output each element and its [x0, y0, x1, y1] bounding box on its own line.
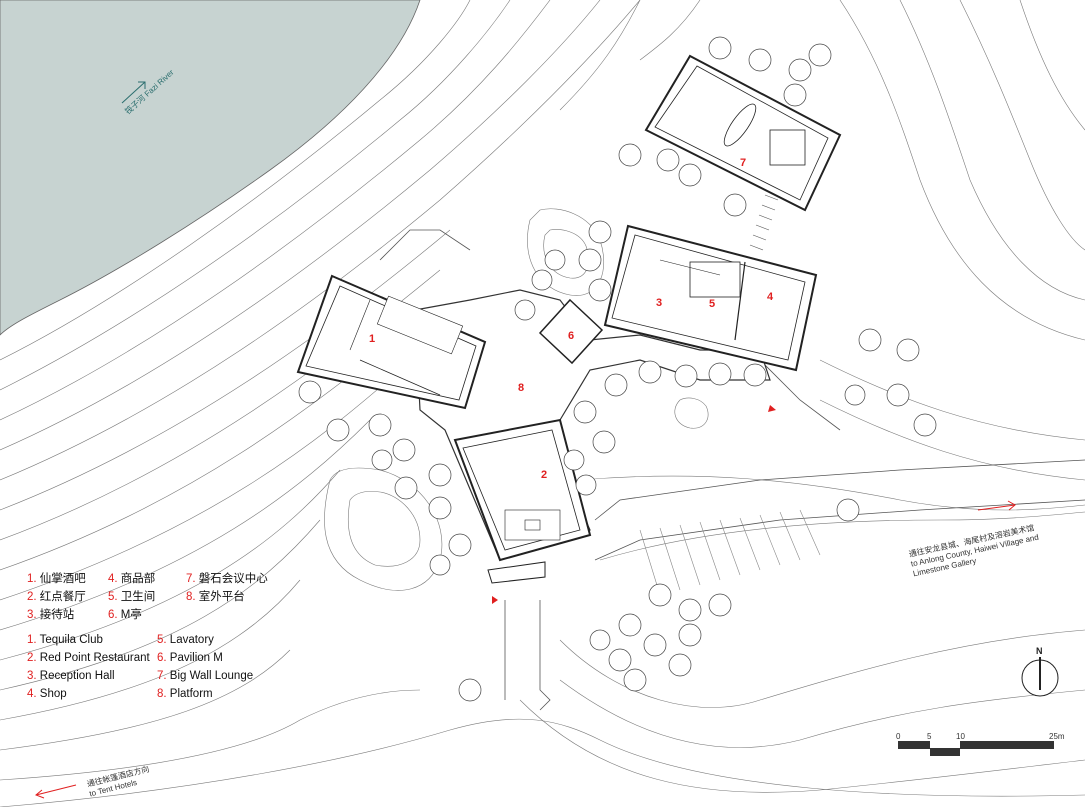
legend-item: 4. 商品部	[108, 573, 156, 585]
steps	[639, 509, 821, 596]
entry-marker	[768, 405, 776, 412]
legend-item: 4. Shop	[27, 688, 67, 700]
room-number-2: 2	[541, 469, 548, 481]
legend-item: 1. Tequila Club	[27, 634, 103, 646]
room-number-4: 4	[767, 291, 774, 303]
room-number-7: 7	[740, 157, 747, 169]
room-number-6: 6	[568, 330, 575, 342]
legend-item: 1. 仙掌酒吧	[27, 573, 86, 585]
legend-item: 3. Reception Hall	[27, 670, 115, 682]
scale-tick-0: 0	[896, 732, 901, 741]
building-tequila-club	[296, 274, 487, 410]
building-big-wall-lounge	[644, 54, 842, 212]
stair	[749, 194, 779, 251]
road	[379, 229, 1085, 711]
legend-item: 7. Big Wall Lounge	[157, 670, 254, 682]
legend-item: 5. 卫生间	[108, 591, 156, 603]
legend-item: 8. 室外平台	[186, 591, 245, 603]
scale-tick-5: 5	[927, 732, 932, 741]
legend-item: 7. 磐石会议中心	[186, 573, 268, 585]
north-arrow	[1021, 657, 1059, 697]
room-number-1: 1	[369, 333, 376, 345]
legend-item: 2. Red Point Restaurant	[27, 652, 150, 664]
north-label: N	[1036, 646, 1043, 656]
building-red-point-restaurant	[453, 418, 592, 584]
scale-tick-25m: 25m	[1049, 732, 1065, 741]
legend-item: 6. Pavilion M	[157, 652, 223, 664]
legend-item: 5. Lavatory	[157, 634, 214, 646]
scale-bar	[898, 741, 1054, 756]
trees	[298, 36, 937, 702]
building-reception-shop-lavatory	[603, 224, 818, 372]
river	[0, 0, 421, 336]
room-number-5: 5	[709, 298, 716, 310]
scale-tick-10: 10	[956, 732, 965, 741]
legend-item: 2. 红点餐厅	[27, 591, 86, 603]
direction-arrows	[35, 81, 1016, 799]
legend-item: 6. M亭	[108, 609, 142, 621]
room-number-8: 8	[518, 382, 525, 394]
entry-marker	[492, 596, 498, 604]
building-pavilion-m	[538, 298, 604, 365]
legend-item: 8. Platform	[157, 688, 213, 700]
room-number-3: 3	[656, 297, 663, 309]
legend-item: 3. 接待站	[27, 609, 75, 621]
